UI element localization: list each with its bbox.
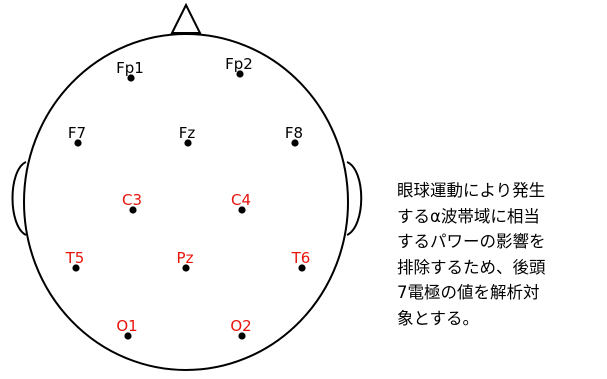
electrode-label: Pz	[177, 249, 194, 267]
note-line: 象とする。	[397, 308, 480, 328]
electrode-label: F7	[68, 124, 86, 142]
electrode-t6: T6	[291, 249, 311, 272]
electrode-t5: T5	[65, 249, 85, 272]
note-line: 7電極の値を解析対	[397, 283, 540, 302]
electrode-f7: F7	[68, 124, 86, 147]
electrode-dot	[238, 206, 246, 214]
electrode-dot	[238, 332, 246, 340]
annotation-text: 眼球運動により発生 するα波帯域に相当 するパワーの影響を 排除するため、後頭 …	[397, 178, 607, 331]
note-line: 眼球運動により発生	[397, 181, 546, 200]
electrode-dot	[129, 206, 137, 214]
electrode-dot	[184, 139, 192, 147]
electrode-label: O2	[230, 317, 251, 335]
note-line: 排除するため、後頭	[397, 257, 546, 277]
electrode-label: O1	[116, 317, 137, 335]
electrode-label: Fp2	[225, 55, 253, 73]
electrode-c3: C3	[122, 191, 142, 214]
electrode-dot	[291, 139, 299, 147]
electrode-dot	[72, 264, 80, 272]
electrode-label: F8	[285, 124, 303, 142]
electrode-label: Fz	[179, 124, 196, 142]
electrode-fp2: Fp2	[225, 55, 253, 78]
electrode-dot	[236, 70, 244, 78]
electrode-f8: F8	[285, 124, 303, 147]
electrode-fz: Fz	[179, 124, 196, 147]
electrode-dot	[74, 139, 82, 147]
electrode-pz: Pz	[177, 249, 194, 272]
electrode-label: T5	[65, 249, 85, 267]
nose-shape	[170, 2, 202, 34]
right-ear	[346, 161, 363, 236]
electrode-label: C4	[231, 191, 251, 209]
electrode-dot	[127, 74, 135, 82]
electrode-dot	[298, 264, 306, 272]
note-line: するパワーの影響を	[397, 232, 546, 251]
note-line: するα波帯域に相当	[397, 206, 540, 226]
electrode-label: Fp1	[116, 59, 144, 77]
electrode-o2: O2	[230, 317, 252, 340]
left-ear	[11, 161, 27, 236]
electrode-label: C3	[122, 191, 142, 209]
electrode-dot	[124, 332, 132, 340]
electrode-o1: O1	[116, 317, 138, 340]
head-outline	[23, 33, 349, 371]
electrode-dot	[182, 264, 190, 272]
electrode-fp1: Fp1	[116, 59, 144, 82]
electrode-label: T6	[291, 249, 311, 267]
electrode-c4: C4	[231, 191, 251, 214]
